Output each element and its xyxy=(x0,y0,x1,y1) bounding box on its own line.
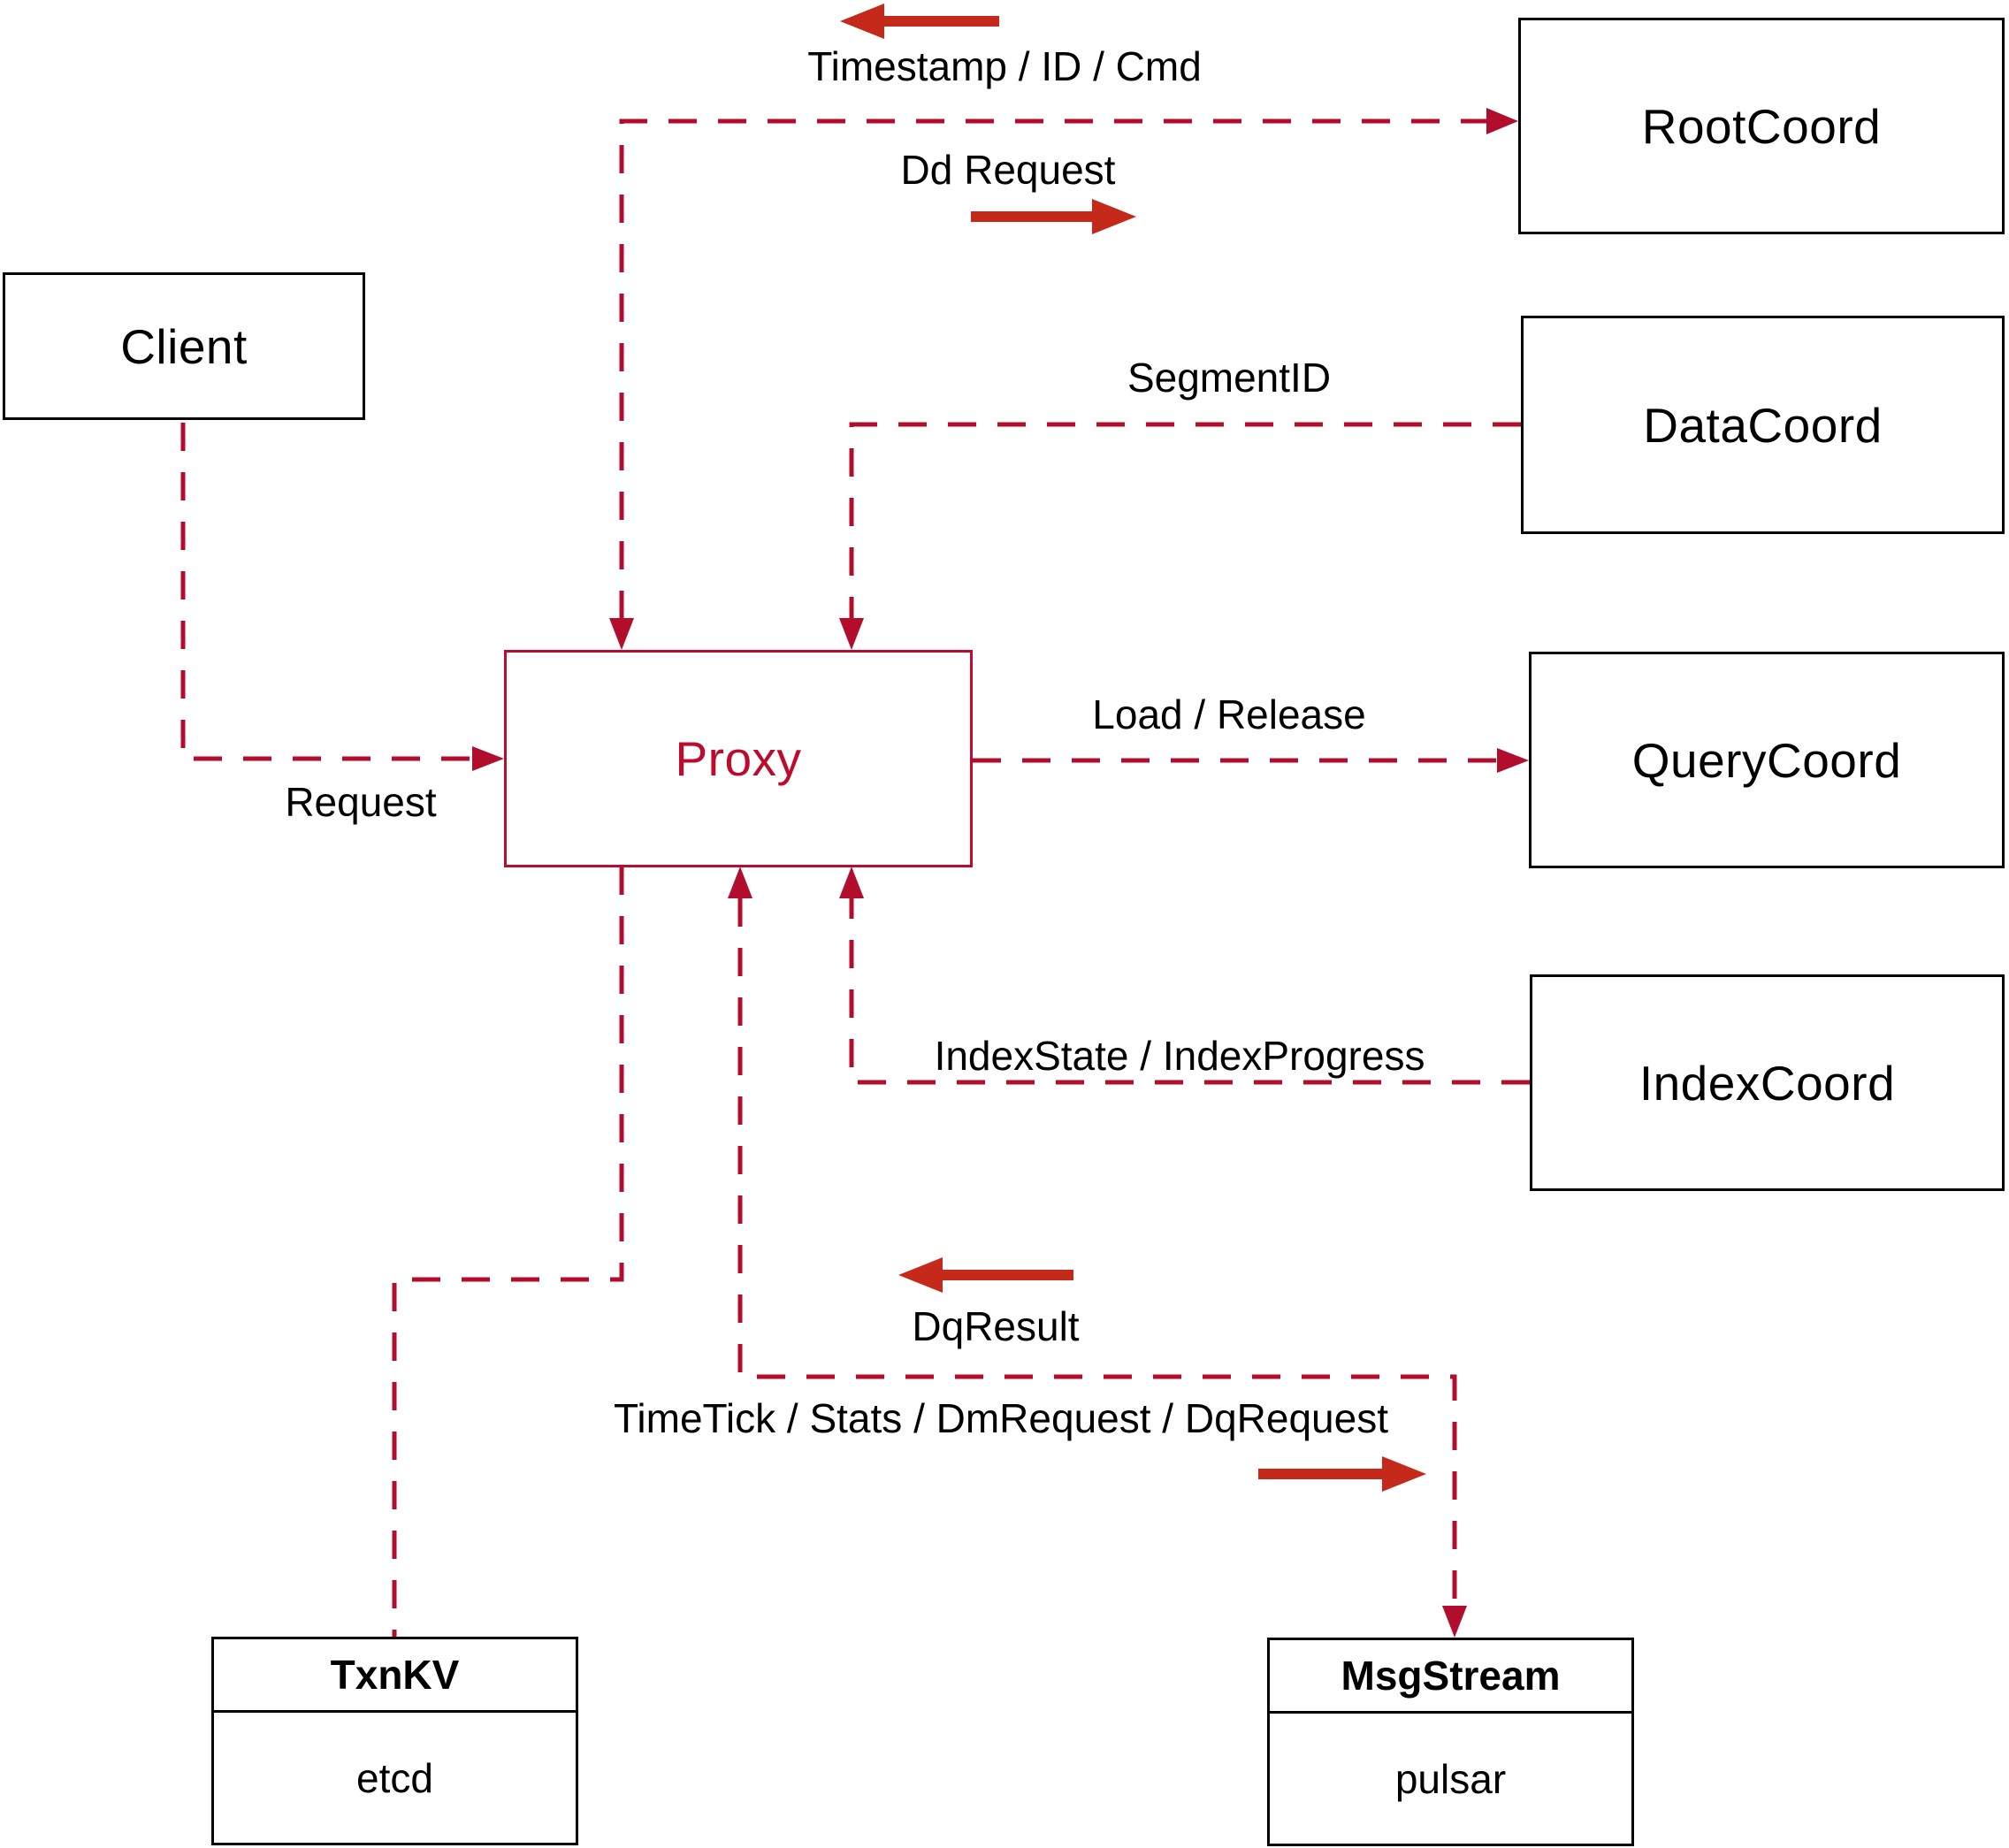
arrowhead-into-rootcoord xyxy=(1486,108,1518,134)
edge-label-request: Request xyxy=(285,779,437,825)
edge-indexcoord-proxy xyxy=(849,898,1530,1085)
flow-right-arrow-icon-dd-request xyxy=(971,199,1136,234)
edge-label-timetick: TimeTick / Stats / DmRequest / DqRequest xyxy=(614,1395,1388,1441)
node-txnkv: TxnKV etcd xyxy=(211,1637,578,1845)
node-querycoord: QueryCoord xyxy=(1529,652,2005,868)
edge-label-dq-result: DqResult xyxy=(912,1303,1080,1349)
node-txnkv-impl: etcd xyxy=(356,1754,433,1801)
node-querycoord-label: QueryCoord xyxy=(1631,732,1902,788)
arrowhead-into-querycoord xyxy=(1497,748,1529,773)
edge-proxy-rootcoord xyxy=(619,118,1489,618)
node-msgstream: MsgStream pulsar xyxy=(1267,1638,1634,1846)
arrowhead-into-proxy-left xyxy=(472,746,504,771)
edge-label-timestamp-id-cmd: Timestamp / ID / Cmd xyxy=(807,43,1202,89)
node-rootcoord: RootCoord xyxy=(1518,18,2005,234)
flow-right-arrow-icon-timetick xyxy=(1258,1456,1426,1492)
edge-label-load-release: Load / Release xyxy=(1092,691,1366,737)
node-datacoord-label: DataCoord xyxy=(1643,397,1883,453)
edge-label-segment-id: SegmentID xyxy=(1127,355,1332,401)
node-indexcoord: IndexCoord xyxy=(1530,974,2005,1191)
edge-proxy-msgstream xyxy=(737,898,1457,1606)
edge-label-index-state: IndexState / IndexProgress xyxy=(934,1033,1425,1079)
node-datacoord: DataCoord xyxy=(1521,316,2005,534)
arrowhead-into-proxy-top-right xyxy=(839,618,864,650)
arrowhead-into-msgstream xyxy=(1442,1606,1467,1638)
node-proxy: Proxy xyxy=(504,650,973,867)
node-txnkv-title: TxnKV xyxy=(214,1639,576,1713)
edge-client-proxy xyxy=(180,423,472,761)
arrowhead-into-proxy-top-left xyxy=(609,618,634,650)
node-msgstream-impl: pulsar xyxy=(1394,1755,1507,1802)
edge-label-dd-request: Dd Request xyxy=(900,147,1116,193)
edge-proxy-txnkv xyxy=(392,867,624,1637)
flow-left-arrow-icon-timestamp xyxy=(840,4,999,39)
flow-left-arrow-icon-dqresult xyxy=(898,1257,1073,1293)
node-indexcoord-label: IndexCoord xyxy=(1639,1055,1896,1111)
node-proxy-label: Proxy xyxy=(675,731,802,786)
node-msgstream-title: MsgStream xyxy=(1270,1640,1631,1714)
node-rootcoord-label: RootCoord xyxy=(1641,98,1882,154)
edge-datacoord-proxy xyxy=(849,422,1521,618)
node-client-label: Client xyxy=(120,318,248,374)
arrowhead-into-proxy-bottom-left xyxy=(728,867,752,898)
node-client: Client xyxy=(3,272,365,420)
arrowhead-into-proxy-bottom-right xyxy=(839,867,864,898)
